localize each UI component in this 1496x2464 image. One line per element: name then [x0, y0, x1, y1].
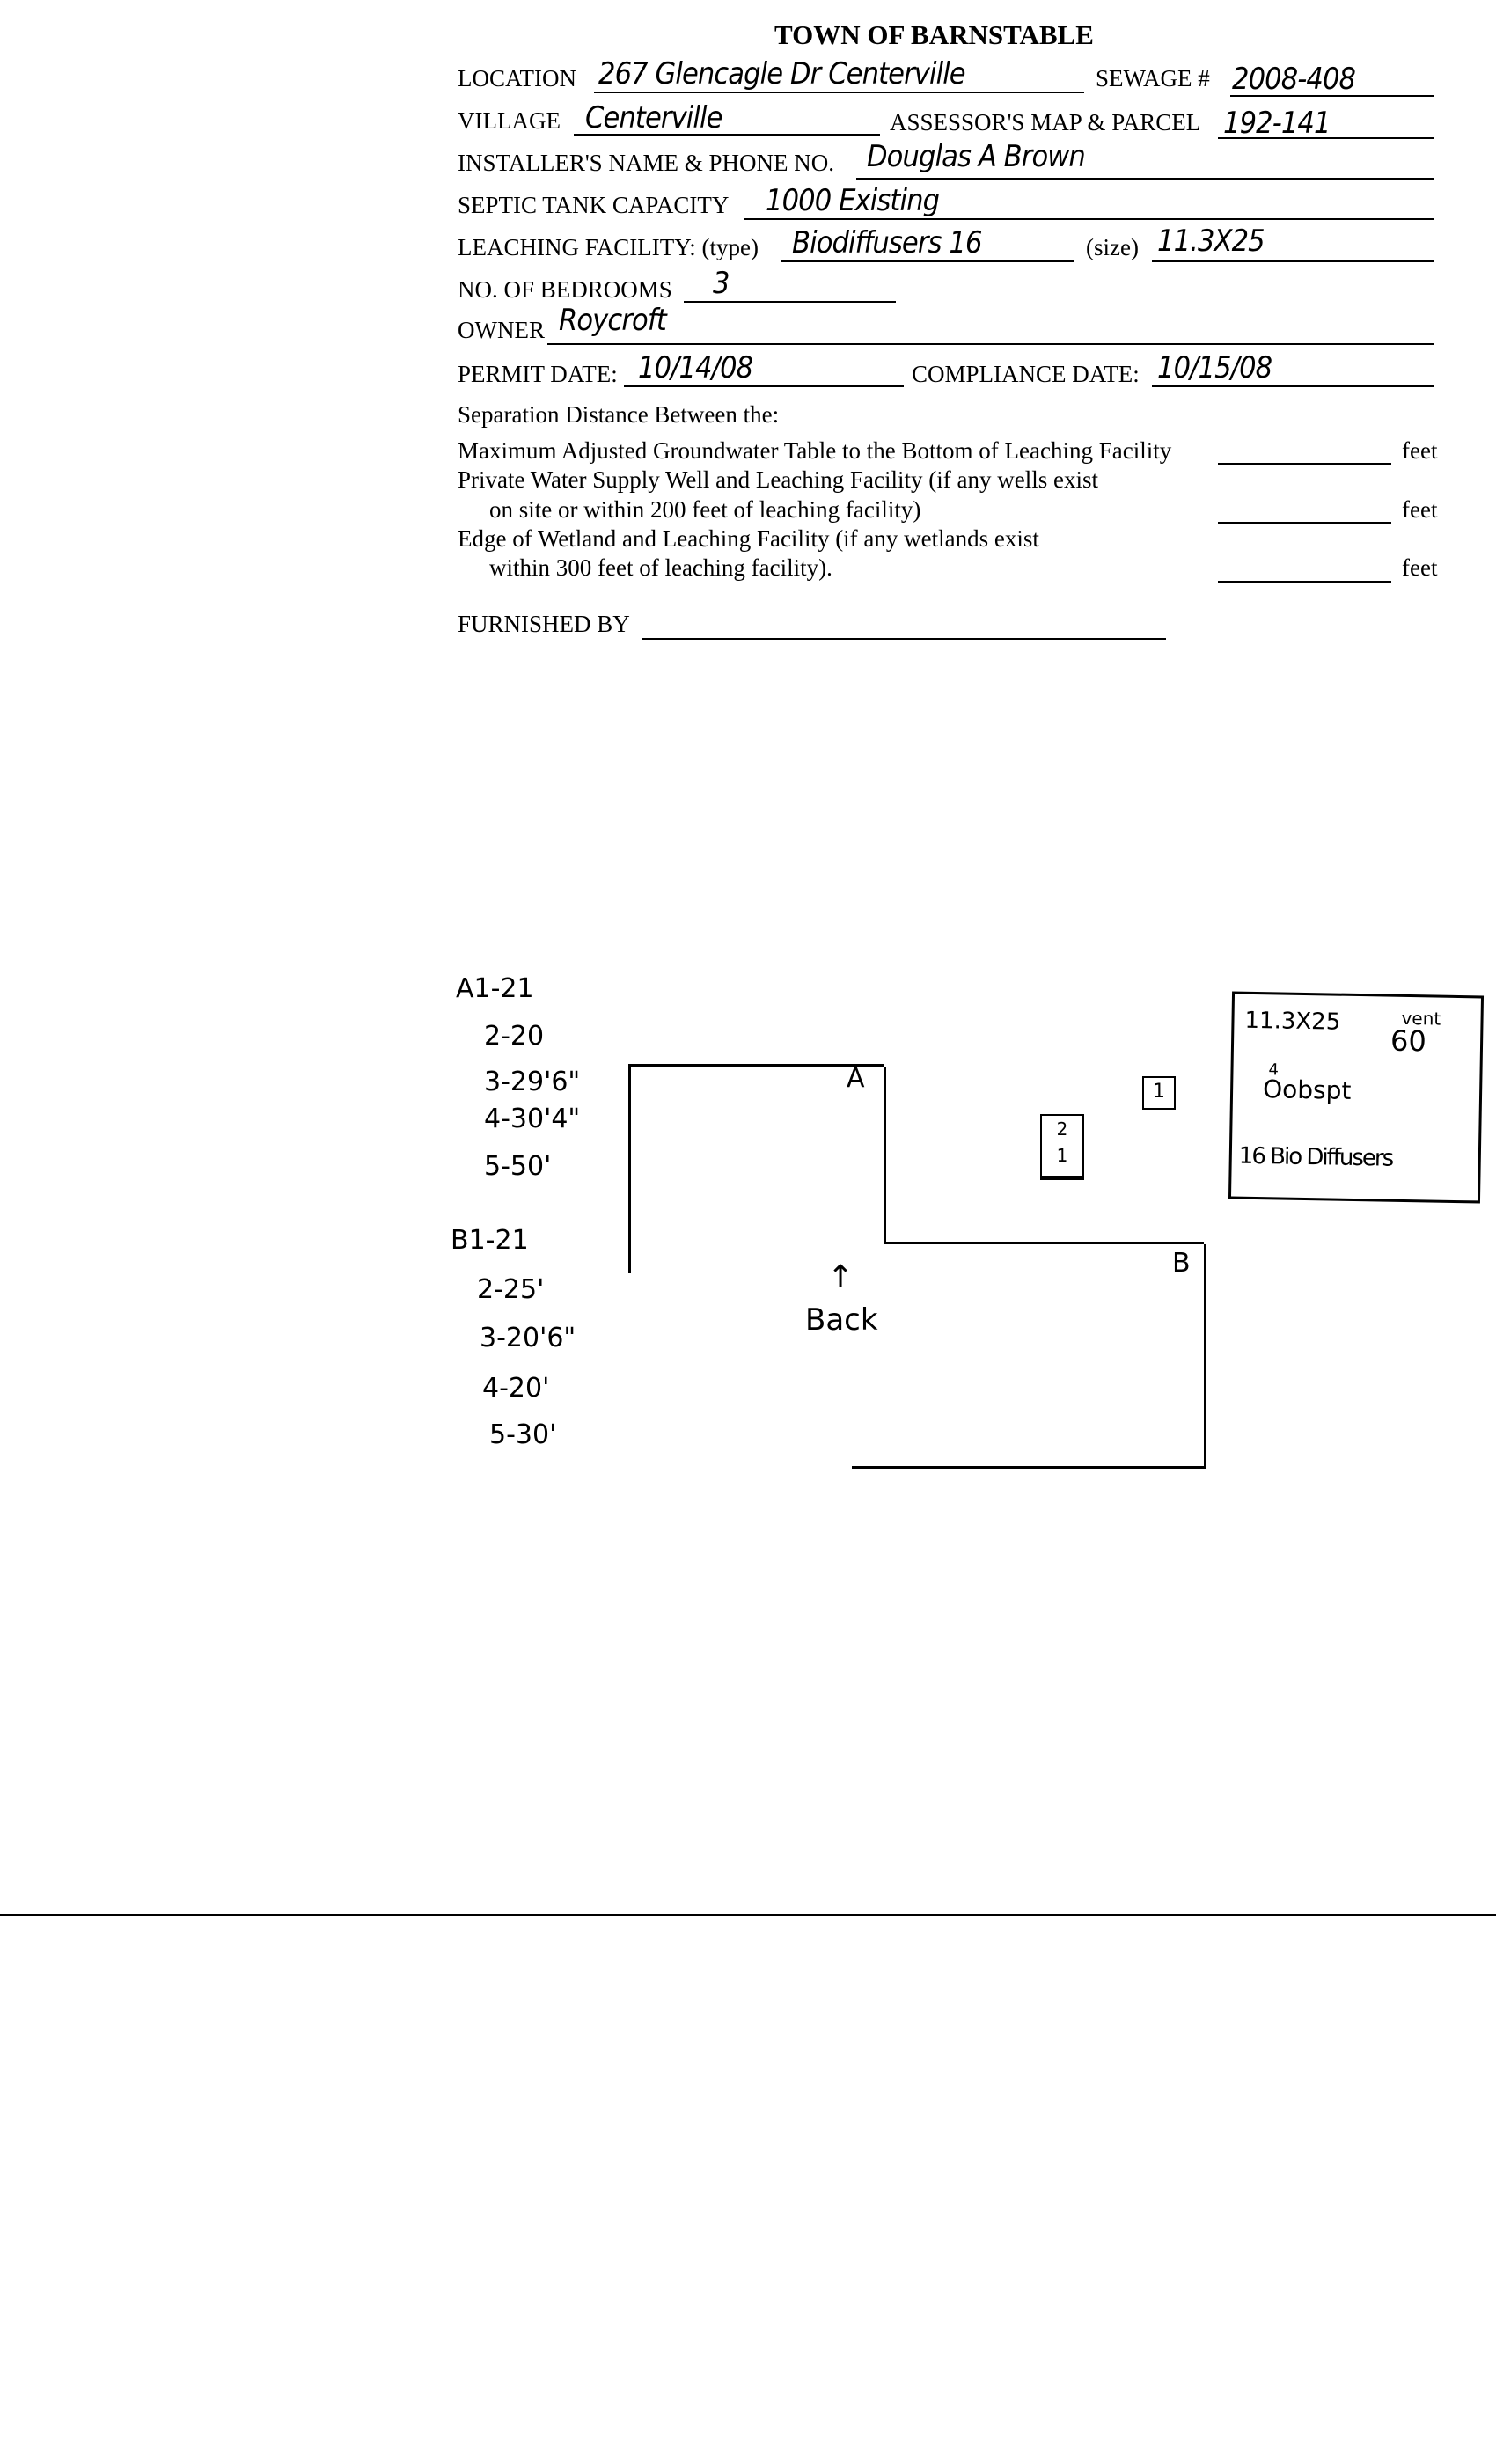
- compliance-date-value: 10/15/08: [1157, 350, 1272, 385]
- leaching-type-label: LEACHING FACILITY: (type): [458, 234, 759, 260]
- septic-label: SEPTIC TANK CAPACITY: [458, 192, 730, 218]
- back-label: Back: [805, 1302, 878, 1338]
- sewage-underline: [1230, 95, 1434, 97]
- corner-label-a: A: [847, 1063, 865, 1094]
- info-size: 11.3X25: [1244, 1007, 1341, 1036]
- separation-blank: [1218, 463, 1391, 465]
- compliance-date-label: COMPLIANCE DATE:: [912, 361, 1140, 387]
- separation-unit: feet: [1402, 496, 1438, 523]
- a-tie-3: 3-29'6": [484, 1067, 581, 1097]
- a-tie-1: A1-21: [456, 973, 534, 1004]
- leaching-size-value: 11.3X25: [1157, 224, 1265, 259]
- b-tie-5: 5-30': [489, 1419, 557, 1450]
- location-underline: [594, 92, 1084, 93]
- separation-heading: Separation Distance Between the:: [458, 401, 780, 428]
- house-wall: [628, 1064, 884, 1067]
- b-tie-1: B1-21: [451, 1225, 529, 1256]
- permit-date-value: 10/14/08: [638, 350, 753, 385]
- bedrooms-underline: [684, 301, 896, 303]
- installer-underline: [856, 178, 1434, 180]
- furnished-by-underline: [642, 638, 1166, 640]
- furnished-by-label: FURNISHED BY: [458, 611, 630, 637]
- small-box-1: 1: [1142, 1076, 1176, 1110]
- compliance-date-underline: [1152, 385, 1434, 387]
- a-tie-5: 5-50': [484, 1151, 552, 1182]
- corner-label-b: B: [1172, 1248, 1191, 1279]
- installer-label: INSTALLER'S NAME & PHONE NO.: [458, 150, 834, 176]
- village-label: VILLAGE: [458, 107, 561, 134]
- small-box-label: 1: [1153, 1081, 1165, 1103]
- location-label: LOCATION: [458, 65, 576, 92]
- house-wall: [852, 1466, 1206, 1469]
- owner-label: OWNER: [458, 317, 545, 343]
- leaching-type-underline: [781, 260, 1074, 262]
- back-arrow-icon: ↑: [827, 1259, 854, 1295]
- tall-box: 2 1: [1040, 1114, 1084, 1180]
- separation-text: Private Water Supply Well and Leaching F…: [458, 466, 1098, 493]
- map-parcel-underline: [1218, 137, 1434, 139]
- owner-underline: [547, 343, 1434, 345]
- a-tie-2: 2-20: [484, 1021, 545, 1052]
- sewage-label: SEWAGE #: [1096, 65, 1210, 92]
- house-wall: [628, 1064, 631, 1273]
- info-vent-number: 60: [1390, 1023, 1427, 1059]
- leaching-size-label: (size): [1086, 234, 1139, 260]
- separation-blank: [1218, 522, 1391, 524]
- septic-value: 1000 Existing: [766, 183, 940, 218]
- a-tie-4: 4-30'4": [484, 1104, 581, 1134]
- info-diffusers: 16 Bio Diffusers: [1238, 1142, 1393, 1172]
- map-parcel-value: 192-141: [1223, 106, 1331, 141]
- separation-blank: [1218, 581, 1391, 583]
- map-parcel-label: ASSESSOR'S MAP & PARCEL: [890, 109, 1201, 136]
- septic-underline: [744, 218, 1434, 220]
- village-value: Centerville: [585, 100, 722, 136]
- sewage-value: 2008-408: [1232, 62, 1356, 97]
- permit-date-underline: [624, 385, 904, 387]
- separation-text: Edge of Wetland and Leaching Facility (i…: [458, 525, 1039, 552]
- owner-value: Roycroft: [559, 303, 667, 338]
- house-wall: [884, 1067, 886, 1243]
- separation-unit: feet: [1402, 437, 1438, 464]
- info-obs: Oobspt: [1262, 1074, 1352, 1105]
- form-title: TOWN OF BARNSTABLE: [774, 19, 1094, 50]
- tall-box-bottom: 1: [1056, 1145, 1068, 1166]
- b-tie-2: 2-25': [477, 1274, 545, 1305]
- village-underline: [574, 134, 880, 136]
- separation-unit: feet: [1402, 554, 1438, 581]
- house-wall: [884, 1242, 1204, 1244]
- leaching-size-underline: [1152, 260, 1434, 262]
- separation-text: Maximum Adjusted Groundwater Table to th…: [458, 437, 1172, 464]
- page-bottom-rule: [0, 1914, 1496, 1916]
- separation-text-cont: on site or within 200 feet of leaching f…: [489, 496, 921, 523]
- bedrooms-value: 3: [713, 266, 730, 301]
- b-tie-4: 4-20': [482, 1373, 550, 1404]
- installer-value: Douglas A Brown: [867, 139, 1086, 174]
- bedrooms-label: NO. OF BEDROOMS: [458, 276, 672, 303]
- leaching-type-value: Biodiffusers 16: [792, 225, 982, 260]
- house-wall: [1204, 1244, 1206, 1468]
- tall-box-top: 2: [1056, 1118, 1068, 1140]
- b-tie-3: 3-20'6": [480, 1323, 576, 1353]
- separation-text-cont: within 300 feet of leaching facility).: [489, 554, 832, 581]
- location-value: 267 Glencagle Dr Centerville: [598, 56, 966, 92]
- info-box: 11.3X25 vent 60 4 Oobspt 16 Bio Diffuser…: [1228, 991, 1485, 1204]
- permit-date-label: PERMIT DATE:: [458, 361, 618, 387]
